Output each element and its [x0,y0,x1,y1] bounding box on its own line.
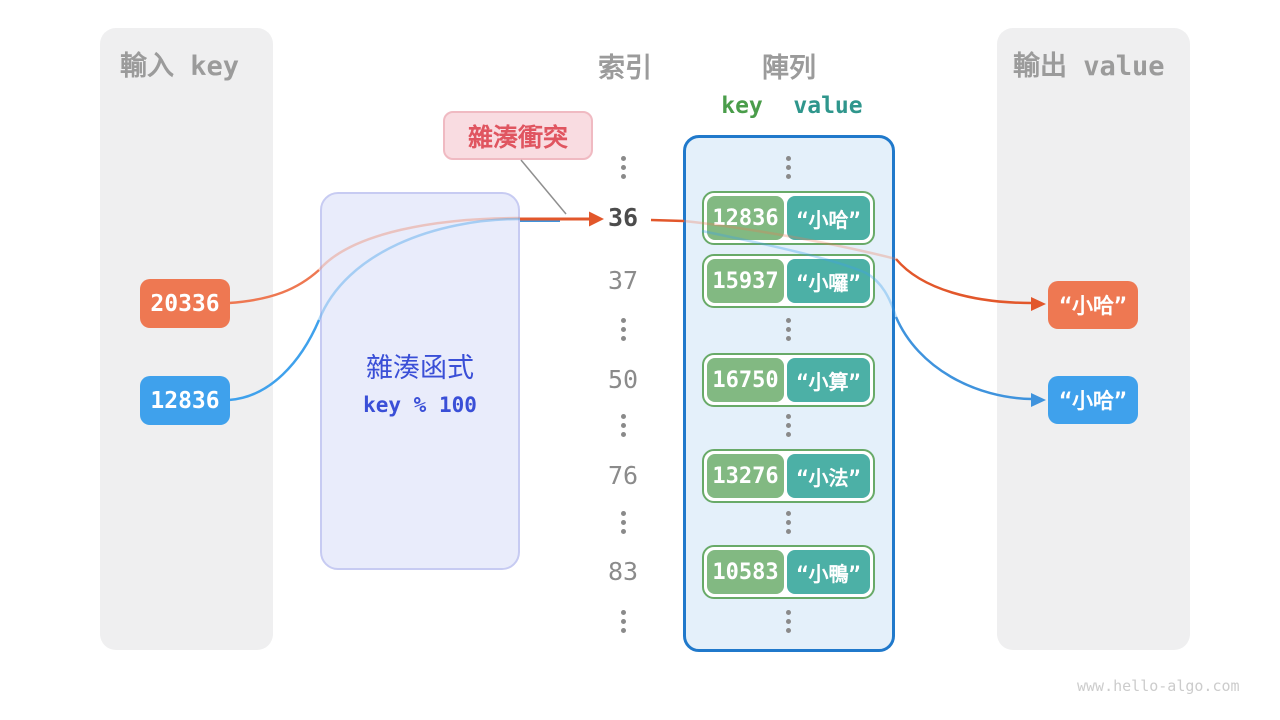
bucket-key: 16750 [707,358,784,402]
bucket-key: 15937 [707,259,784,303]
array-column-header: 陣列 [762,53,816,83]
ellipsis-icon [786,156,791,179]
bucket-row: 12836 “小哈” [702,191,875,245]
index-column-header: 索引 [598,53,652,83]
output-value-blue: “小哈” [1048,376,1138,424]
hash-function-formula: key % 100 [363,393,477,417]
hash-function-box [320,192,520,570]
bucket-row: 13276 “小法” [702,449,875,503]
index-50: 50 [607,365,639,394]
ellipsis-icon [786,414,791,437]
bucket-row: 15937 “小囉” [702,254,875,308]
ellipsis-icon [621,610,626,633]
bucket-key: 12836 [707,196,784,240]
output-value-panel [997,28,1190,650]
line-index36-to-bucket [650,218,685,223]
index-36: 36 [607,203,639,232]
collision-pointer-line [520,159,567,215]
bucket-key: 10583 [707,550,784,594]
value-column-label: value [793,93,863,119]
input-key-panel [100,28,273,650]
ellipsis-icon [786,318,791,341]
index-37: 37 [607,266,639,295]
hash-collision-label: 雜湊衝突 [443,111,593,160]
bucket-value: “小法” [787,454,870,498]
bucket-key: 13276 [707,454,784,498]
index-76: 76 [607,461,639,490]
ellipsis-icon [786,610,791,633]
output-value-orange: “小哈” [1048,281,1138,329]
ellipsis-icon [786,511,791,534]
input-panel-title: 輸入 key [120,51,240,82]
output-panel-title: 輸出 value [1013,51,1165,82]
input-key-12836: 12836 [140,376,230,425]
watermark: www.hello-algo.com [1077,677,1240,695]
hash-function-title: 雜湊函式 [366,353,474,383]
ellipsis-icon [621,156,626,179]
ellipsis-icon [621,414,626,437]
bucket-value: “小算” [787,358,870,402]
bucket-row: 10583 “小鴨” [702,545,875,599]
bucket-value: “小鴨” [787,550,870,594]
ellipsis-icon [621,318,626,341]
index-83: 83 [607,557,639,586]
key-column-label: key [721,93,763,119]
bucket-value: “小哈” [787,196,870,240]
input-key-20336: 20336 [140,279,230,328]
ellipsis-icon [621,511,626,534]
bucket-row: 16750 “小算” [702,353,875,407]
bucket-value: “小囉” [787,259,870,303]
